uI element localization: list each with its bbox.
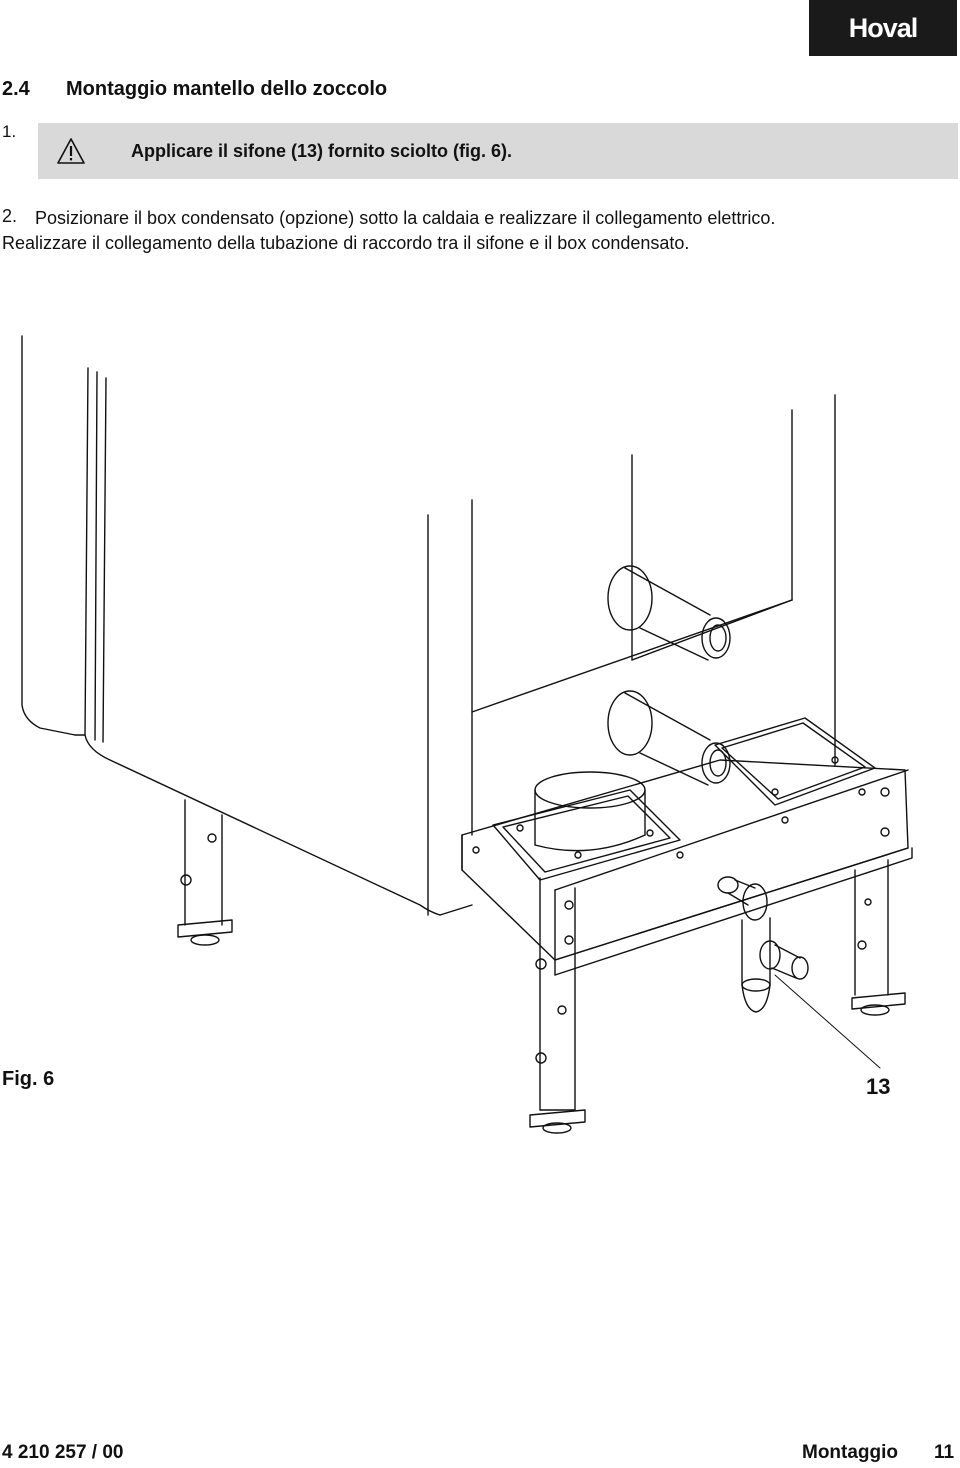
step-2-line-1: Posizionare il box condensato (opzione) … bbox=[35, 208, 776, 228]
section-number: 2.4 bbox=[2, 78, 30, 100]
figure-label: Fig. 6 bbox=[2, 1068, 55, 1090]
page-number: 11 bbox=[934, 1442, 955, 1463]
hoval-logo: Hoval bbox=[809, 0, 957, 56]
step-1-number: 1. bbox=[2, 122, 17, 141]
warning-triangle-icon bbox=[57, 138, 85, 164]
section-title: Montaggio mantello dello zoccolo bbox=[66, 78, 388, 100]
warning-box: Applicare il sifone (13) fornito sciolto… bbox=[38, 123, 958, 179]
installation-illustration bbox=[21, 335, 913, 1134]
document-number: 4 210 257 / 00 bbox=[2, 1442, 124, 1463]
step-2-number: 2. bbox=[2, 206, 18, 226]
callout-number: 13 bbox=[866, 1074, 891, 1099]
footer-section: Montaggio bbox=[802, 1442, 899, 1463]
step-2-text: Posizionare il box condensato (opzione) … bbox=[2, 206, 955, 256]
step-2-line-2: Realizzare il collegamento della tubazio… bbox=[2, 233, 690, 253]
warning-text: Applicare il sifone (13) fornito sciolto… bbox=[131, 141, 513, 161]
